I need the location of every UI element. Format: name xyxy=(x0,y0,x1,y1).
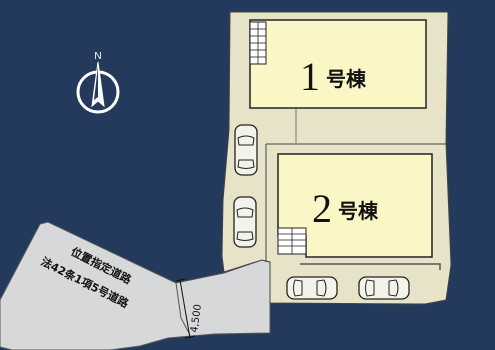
parking-space-1 xyxy=(234,124,258,176)
building-1-footprint xyxy=(249,19,427,109)
building-1-suffix: 号棟 xyxy=(326,67,367,91)
car-icon xyxy=(358,276,410,300)
building-2-number: 2 xyxy=(312,186,332,231)
compass: N xyxy=(76,51,120,114)
road-width-label: 4,500 xyxy=(189,304,204,334)
parking-space-3 xyxy=(286,276,338,300)
building-1-number: 1 xyxy=(300,54,320,99)
curb-line xyxy=(300,263,441,270)
building-2-suffix: 号棟 xyxy=(338,199,379,223)
parking-space-4 xyxy=(358,276,410,300)
dimension-line xyxy=(179,279,191,339)
road-width-dimension: 4,500 xyxy=(175,278,204,339)
building-1: 1 号棟 xyxy=(249,19,427,109)
car-icon xyxy=(234,124,258,176)
road-road-edge xyxy=(175,282,191,336)
parking-space-2 xyxy=(233,196,257,248)
car-icon xyxy=(286,276,338,300)
road-area: 位置指定道路 法42条1項5号道路 xyxy=(0,221,271,350)
compass-north-label: N xyxy=(94,51,101,62)
building-2: 2 号棟 xyxy=(277,153,433,258)
road-shape xyxy=(0,221,271,350)
car-icon xyxy=(233,196,257,248)
